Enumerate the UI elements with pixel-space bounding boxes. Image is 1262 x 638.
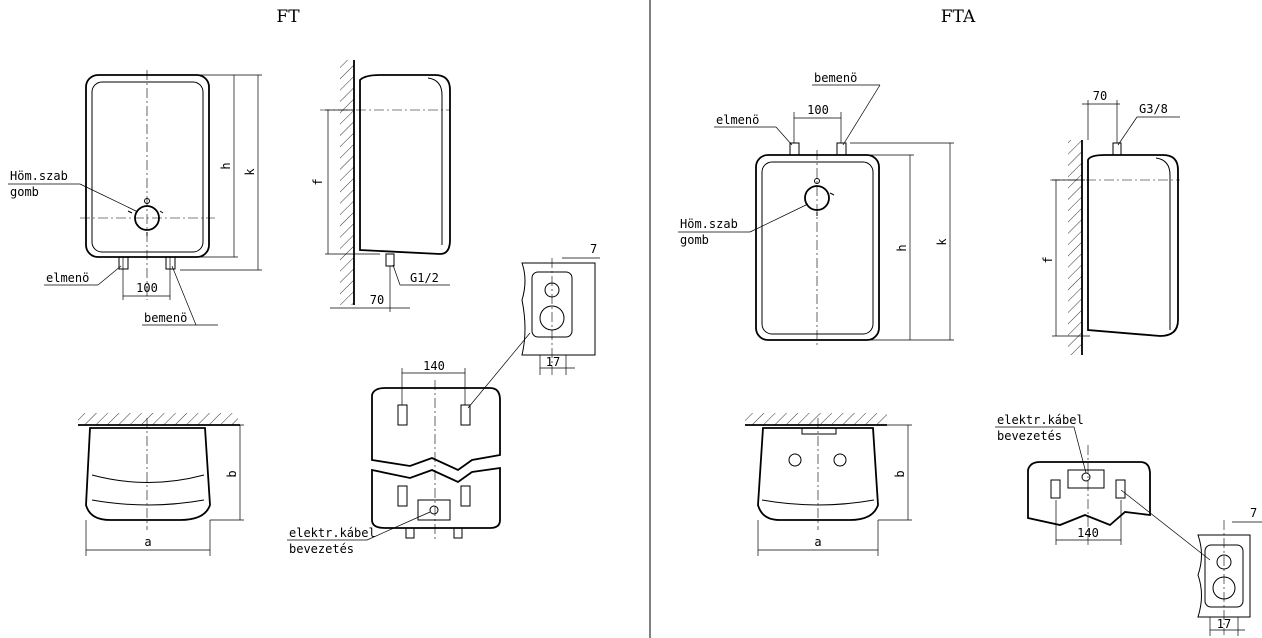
cable-label-line2: bevezetés [289,542,354,556]
outlet-pipe [118,256,129,270]
ft-front-view: 100 h k Höm.szab gomb elmenö bemenö [8,70,262,326]
ft-side-view: f 70 G1/2 [311,60,451,312]
dim-140-label: 140 [423,359,445,373]
fta-cable-label-line1: elektr.kábel [997,413,1084,427]
dim-17-label: 17 [546,355,560,369]
ft-top-view: a b [78,413,244,556]
knob-label-line1: Höm.szab [10,169,68,183]
fta-thread-label: G3/8 [1139,102,1168,116]
fta-dim-b-label: b [893,470,907,477]
fta-outlet-label: elmenö [716,113,759,127]
fta-bracket-detail: 7 17 [1197,506,1262,636]
fta-dim-a-label: a [814,535,821,549]
fta-dim-h-label: h [895,244,909,251]
fta-knob-label-line1: Höm.szab [680,217,738,231]
dim-70-label: 70 [370,293,384,307]
panel-fta: FTA 100 bemenö elmenö Höm.szab go [678,7,1262,636]
fta-knob-label-line2: gomb [680,233,709,247]
inlet-pipe [165,256,176,270]
dim-h-label: h [219,162,233,169]
fta-dim-100-label: 100 [807,103,829,117]
fta-title: FTA [941,7,976,27]
dim-a-label: a [144,535,151,549]
knob-label-line2: gomb [10,185,39,199]
dim-b-label: b [225,470,239,477]
ft-bracket-detail: 7 17 [467,242,600,409]
fta-rear-view: 140 elektr.kábel bevezetés [995,413,1211,561]
dim-k-label: k [243,168,257,176]
dim-7-label: 7 [590,242,597,256]
cable-label-line1: elektr.kábel [289,526,376,540]
inlet-label: bemenö [144,311,187,325]
fta-front-view: 100 bemenö elmenö Höm.szab gomb h k [678,71,954,345]
fta-thermostat-knob [804,185,830,211]
fta-dim-140-label: 140 [1077,526,1099,540]
dim-f-label: f [311,178,325,185]
fta-outlet-pipe [789,142,800,156]
thread-label: G1/2 [410,271,439,285]
fta-side-view: 70 G3/8 f [1041,89,1180,355]
dim-100-label: 100 [136,281,158,295]
thermostat-knob [134,205,160,231]
fta-inlet-pipe [836,142,847,156]
fta-dim-17-label: 17 [1217,617,1231,631]
fta-dim-7-label: 7 [1250,506,1257,520]
fta-inlet-label: bemenö [814,71,857,85]
fta-cable-label-line2: bevezetés [997,429,1062,443]
fta-dim-k-label: k [935,238,949,246]
fta-dim-f-label: f [1041,256,1055,263]
ft-title: FT [276,7,300,27]
fta-top-view: a b [745,413,912,556]
panel-ft: FT 100 h k [8,7,600,556]
ft-rear-view: 140 elektr.kábel bevezetés [287,359,501,556]
outlet-label: elmenö [46,271,89,285]
fta-dim-70-label: 70 [1093,89,1107,103]
